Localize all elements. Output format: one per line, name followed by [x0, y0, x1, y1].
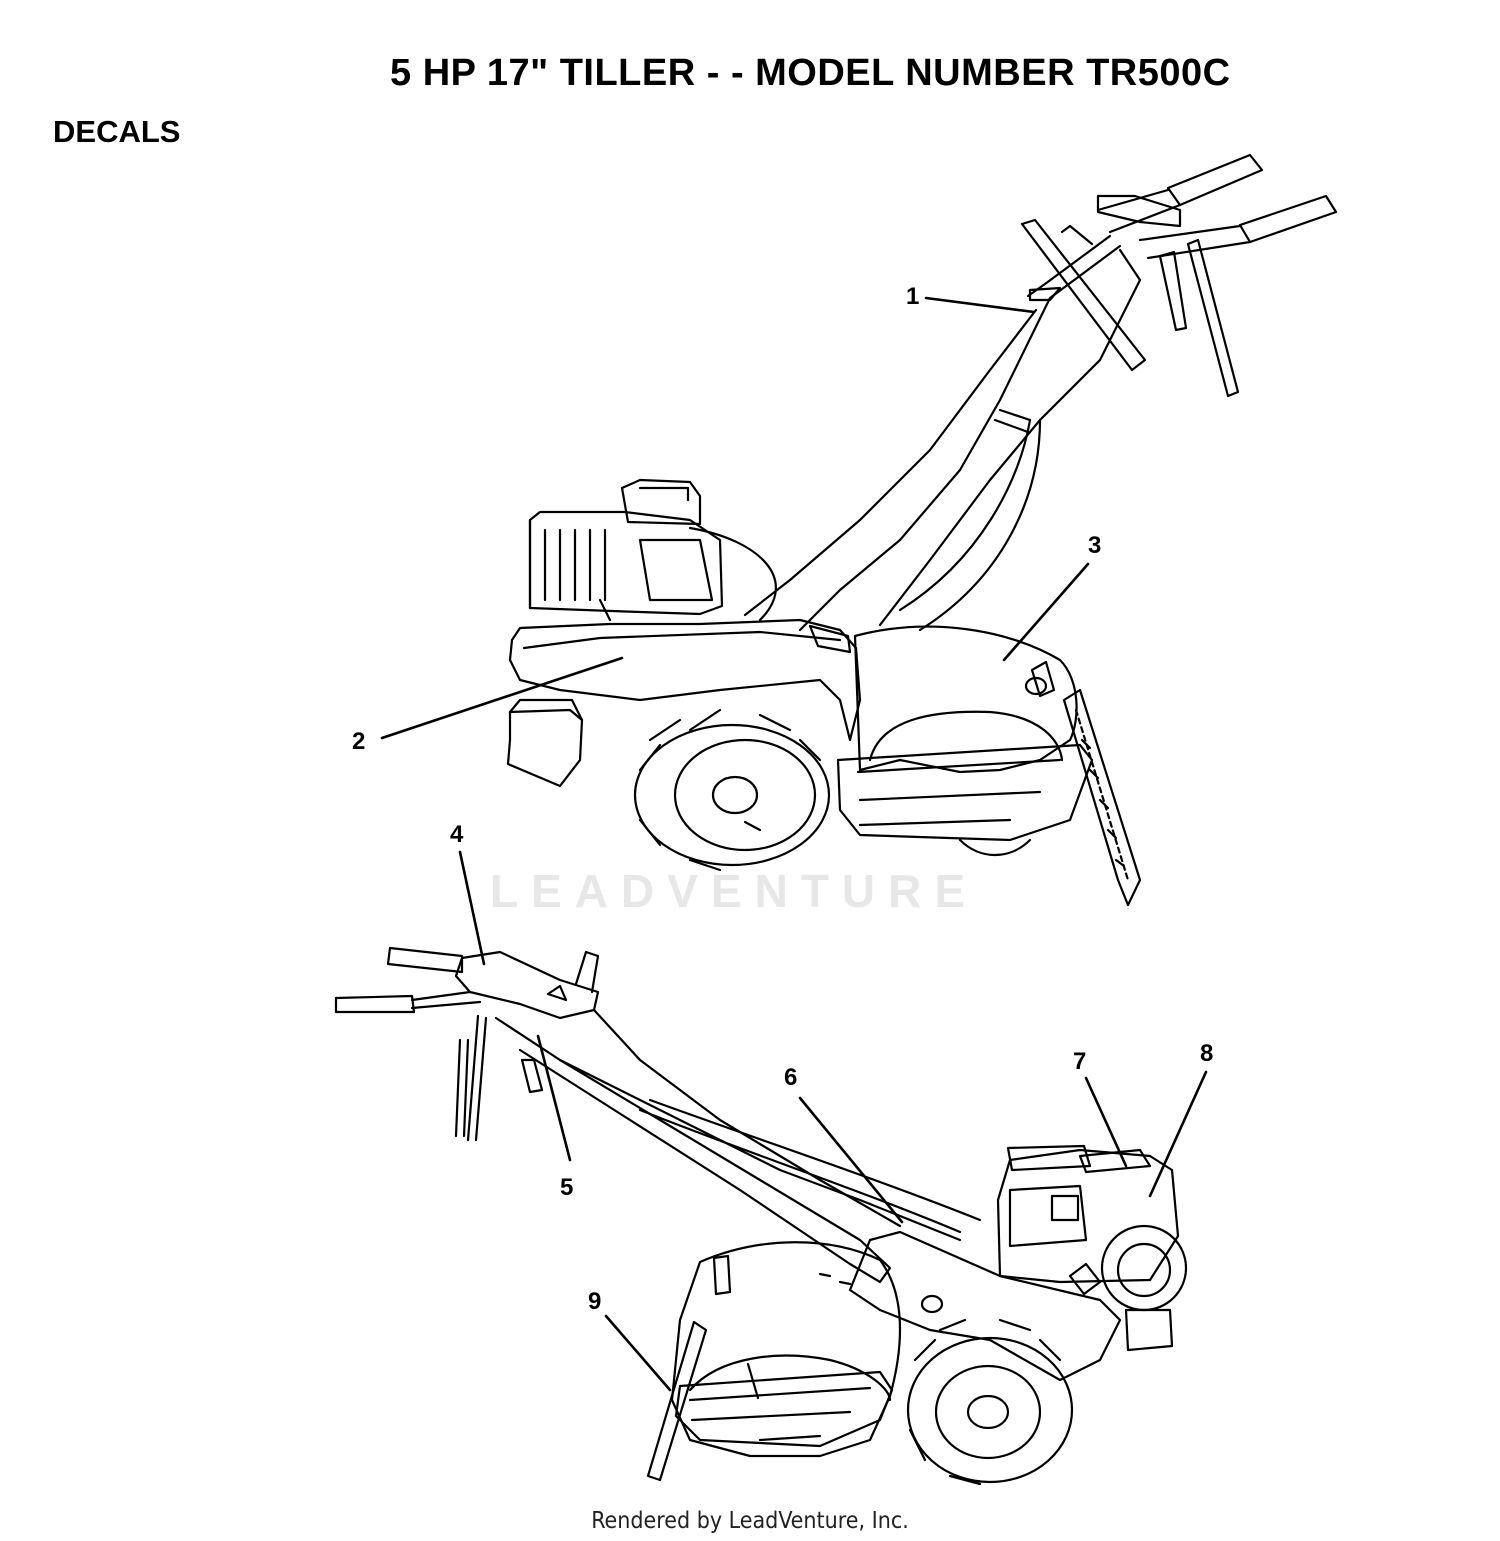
callout-2: 2 [352, 728, 366, 755]
handle-grip-lower [336, 996, 414, 1012]
air-filter [622, 480, 700, 524]
tine-shield [838, 745, 1092, 840]
control-lever [1022, 220, 1145, 370]
drag-bar [648, 1322, 706, 1480]
watermark: LEADVENTURE [490, 865, 979, 917]
drag-bar [1064, 690, 1140, 905]
engine-right [998, 1146, 1186, 1310]
tine-shield [676, 1372, 892, 1446]
callout-1: 1 [906, 283, 920, 310]
diagram-title: 5 HP 17" TILLER - - MODEL NUMBER TR500C [390, 52, 1231, 94]
recoil-starter [1102, 1226, 1186, 1310]
handle-grip-lower [1240, 196, 1336, 242]
leader-lines [382, 298, 1206, 1390]
footer-credit: Rendered by LeadVenture, Inc. [591, 1508, 909, 1534]
handle-tube [745, 236, 1110, 615]
callout-7: 7 [1073, 1048, 1087, 1075]
handle-tube [496, 1018, 890, 1282]
wheel-right [908, 1320, 1072, 1484]
wheel-left [635, 710, 829, 870]
engine-left [530, 480, 722, 620]
section-heading: DECALS [53, 114, 181, 149]
callout-6: 6 [784, 1064, 798, 1091]
callout-3: 3 [1088, 532, 1102, 559]
callout-9: 9 [588, 1288, 602, 1315]
callout-8: 8 [1200, 1040, 1214, 1067]
belt-guard [510, 620, 860, 740]
handle-grip-upper [388, 948, 462, 972]
handle-grip-upper [1168, 155, 1262, 205]
tiller-left-view [508, 155, 1336, 905]
callout-5: 5 [560, 1174, 574, 1201]
tine-hood [672, 1242, 900, 1456]
tiller-right-view [336, 948, 1186, 1484]
callout-4: 4 [450, 821, 464, 848]
tine-hood [855, 627, 1077, 772]
